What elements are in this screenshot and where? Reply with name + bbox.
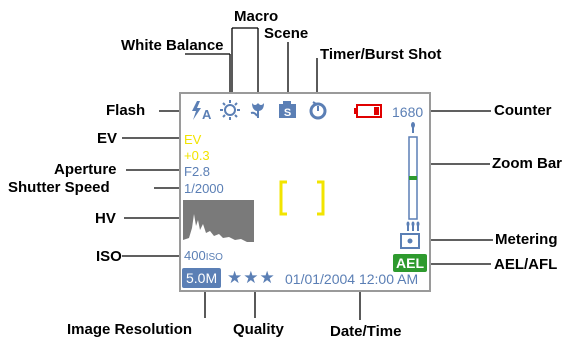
svg-text:S: S [284, 107, 291, 119]
timer-burst-callout: Timer/Burst Shot [320, 46, 442, 63]
ev-label: EV [184, 132, 202, 147]
macro-flower-icon [250, 103, 264, 118]
quality-callout: Quality [233, 321, 284, 338]
lcd-screen [179, 92, 431, 292]
counter-callout: Counter [494, 102, 552, 119]
aperture-value: F2.8 [184, 164, 211, 179]
shutter-value: 1/2000 [184, 181, 224, 196]
zoom-wide-icon [406, 221, 420, 231]
macro-callout: Macro [234, 8, 279, 25]
histogram [183, 200, 254, 244]
quality-stars: ★★★ [227, 268, 276, 287]
zoom-tele-icon [411, 122, 415, 133]
ev-value: +0.3 [184, 148, 210, 163]
aperture-callout: Aperture [54, 161, 117, 178]
iso-value: 400 [184, 248, 206, 263]
flash-icon [192, 101, 201, 120]
scene-callout: Scene [264, 25, 309, 42]
focus-brackets [279, 180, 325, 216]
resolution-badge: 5.0M [182, 268, 222, 288]
zoom-level-marker [409, 176, 417, 180]
iso-unit: ISO [205, 252, 223, 263]
battery-icon [354, 104, 382, 118]
image-resolution-callout: Image Resolution [67, 321, 193, 338]
flash-callout: Flash [106, 102, 146, 119]
zoom-bar-callout: Zoom Bar [492, 155, 563, 172]
date-time-callout: Date/Time [330, 323, 402, 340]
hv-callout: HV [95, 210, 116, 227]
date-time-value: 01/01/2004 12:00 AM [285, 271, 419, 287]
ev-callout: EV [97, 130, 118, 147]
metering-icon [400, 233, 420, 249]
shutter-speed-callout: Shutter Speed [8, 179, 110, 196]
white-balance-sun-icon [220, 100, 240, 120]
ael-afl-callout: AEL/AFL [494, 256, 558, 273]
zoom-bar [406, 122, 420, 231]
iso-readout: 400ISO [184, 249, 223, 263]
counter-value: 1680 [392, 104, 424, 120]
iso-callout: ISO [96, 248, 122, 265]
metering-callout: Metering [495, 231, 558, 248]
ael-badge: AEL [393, 254, 427, 272]
white-balance-callout: White Balance [121, 37, 224, 54]
scene-icon: S [279, 101, 296, 119]
flash-mode-label: A [202, 107, 212, 122]
self-timer-icon [309, 101, 327, 120]
